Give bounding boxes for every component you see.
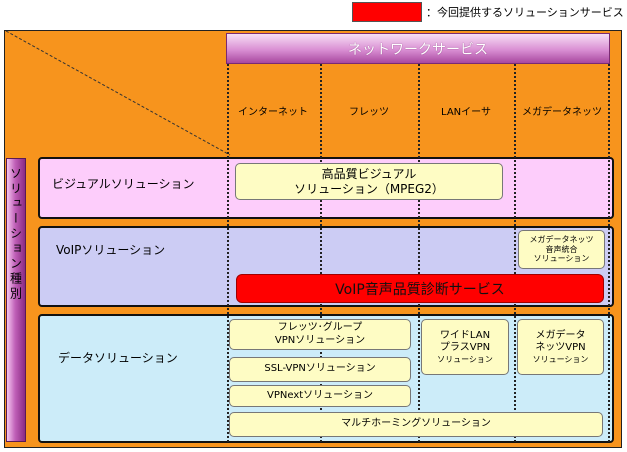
service-line: 音声統合	[545, 244, 578, 254]
column-divider	[418, 64, 420, 442]
visual-solution-label: ビジュアルソリューション	[52, 177, 195, 191]
multihoming-solution-box: マルチホーミングソリューション	[229, 412, 603, 437]
flets-group-vpn-box: フレッツ･グループ VPNソリューション	[229, 319, 411, 350]
column-divider	[227, 64, 229, 442]
data-solution-label: データソリューション	[58, 351, 178, 365]
column-header-internet: インターネット	[238, 107, 308, 118]
mega-data-netz-vpn-box: メガデータ ネッツVPN ソリューション	[517, 319, 604, 375]
service-line: ネッツVPN	[535, 342, 586, 353]
service-line: SSL-VPNソリューション	[264, 363, 376, 375]
service-line: プラスVPN	[439, 342, 491, 353]
wide-lan-plus-vpn-box: ワイドLAN プラスVPN ソリューション	[421, 319, 509, 375]
column-divider	[320, 64, 322, 442]
column-divider	[514, 64, 516, 442]
voip-solution-label: VoIPソリューション	[56, 243, 166, 257]
solution-type-label-text: ソリューション種別	[8, 167, 23, 302]
column-header-flets: フレッツ	[349, 107, 389, 118]
legend-swatch	[352, 2, 422, 22]
solution-type-side-label: ソリューション種別	[6, 158, 26, 442]
service-line: ソリューション	[533, 254, 590, 264]
voip-quality-diagnosis-service-box: VoIP音声品質診断サービス	[236, 274, 604, 303]
service-line: ソリューション（MPEG2）	[294, 181, 444, 196]
service-line: VPNextソリューション	[267, 389, 373, 401]
column-header-lan-ether: LANイーサ	[441, 107, 491, 118]
service-line: ソリューション	[437, 354, 493, 364]
vpnext-solution-box: VPNextソリューション	[229, 385, 411, 407]
service-line: ワイドLAN	[439, 329, 491, 341]
service-line: VPNソリューション	[274, 334, 366, 346]
service-line: ソリューション	[532, 354, 589, 364]
service-line: マルチホーミングソリューション	[341, 418, 491, 430]
mega-data-voice-integration-box: メガデータネッツ 音声統合 ソリューション	[518, 230, 605, 269]
hq-visual-solution-box: 高品質ビジュアル ソリューション（MPEG2）	[235, 163, 503, 200]
service-line: フレッツ･グループ	[277, 322, 363, 333]
column-header-mega-data-netz: メガデータネッツ	[522, 107, 602, 118]
network-services-header: ネットワークサービス	[226, 33, 610, 64]
legend-text: ：今回提供するソリューションサービス	[426, 6, 624, 19]
service-line: 高品質ビジュアル	[321, 166, 417, 181]
ssl-vpn-solution-box: SSL-VPNソリューション	[229, 357, 411, 382]
column-divider	[608, 64, 610, 442]
service-line: メガデータネッツ	[529, 235, 594, 245]
service-line: メガデータ	[535, 329, 586, 341]
